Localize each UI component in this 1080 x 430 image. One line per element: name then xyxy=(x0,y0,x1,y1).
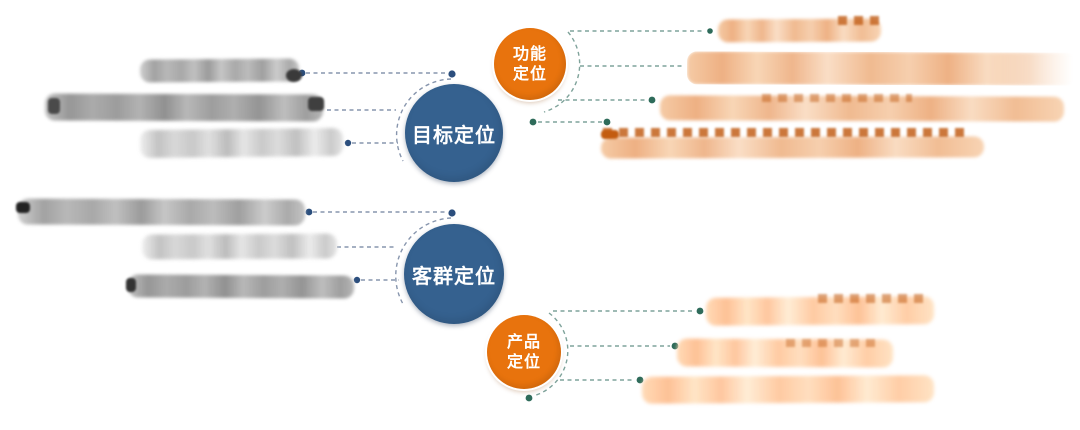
connector-dot xyxy=(448,70,456,78)
connector-dot xyxy=(344,139,352,147)
redacted-text-bar xyxy=(641,375,935,404)
node-target-positioning: 目标定位 xyxy=(405,84,503,182)
redacted-text-bar xyxy=(600,136,985,159)
glyph-smudge xyxy=(48,98,60,114)
redacted-text-bar xyxy=(141,233,338,260)
connector-dot xyxy=(648,96,656,104)
redacted-text-bar xyxy=(44,93,324,122)
glyph-smudge xyxy=(308,97,324,111)
redacted-text-bar xyxy=(127,274,355,299)
connector-dot xyxy=(696,307,704,315)
glyph-smudge xyxy=(126,278,136,292)
node-product-label-line1: 产品 xyxy=(506,332,541,351)
connector-dot xyxy=(529,118,537,126)
glyph-smudge xyxy=(818,294,930,303)
node-customer-label: 客群定位 xyxy=(412,263,496,288)
glyph-smudge xyxy=(838,16,880,25)
redacted-text-bar xyxy=(139,127,344,159)
glyph-smudge xyxy=(601,130,619,139)
redacted-text-bar xyxy=(17,198,306,226)
node-product-label-line2: 定位 xyxy=(506,352,541,371)
node-function-positioning: 功能 定位 xyxy=(494,28,566,100)
connector-dot xyxy=(603,118,611,126)
node-function-label: 功能 定位 xyxy=(513,44,547,84)
connector-dot xyxy=(525,394,533,402)
node-function-label-line1: 功能 xyxy=(512,44,547,63)
redacted-text-bar xyxy=(686,51,1078,86)
connector-dot xyxy=(448,209,456,217)
glyph-smudge xyxy=(603,128,965,137)
glyph-smudge xyxy=(16,202,30,213)
connector-dot xyxy=(305,208,313,216)
glyph-smudge xyxy=(786,339,878,347)
node-product-positioning: 产品 定位 xyxy=(487,315,561,389)
node-customer-positioning: 客群定位 xyxy=(404,224,504,324)
glyph-smudge xyxy=(762,94,912,102)
node-target-label: 目标定位 xyxy=(412,122,496,147)
node-product-label: 产品 定位 xyxy=(507,332,541,372)
connector-dot xyxy=(707,28,713,34)
node-function-label-line2: 定位 xyxy=(512,64,547,83)
connector-dot xyxy=(353,276,361,284)
glyph-smudge xyxy=(286,69,302,82)
redacted-text-bar xyxy=(139,58,300,83)
